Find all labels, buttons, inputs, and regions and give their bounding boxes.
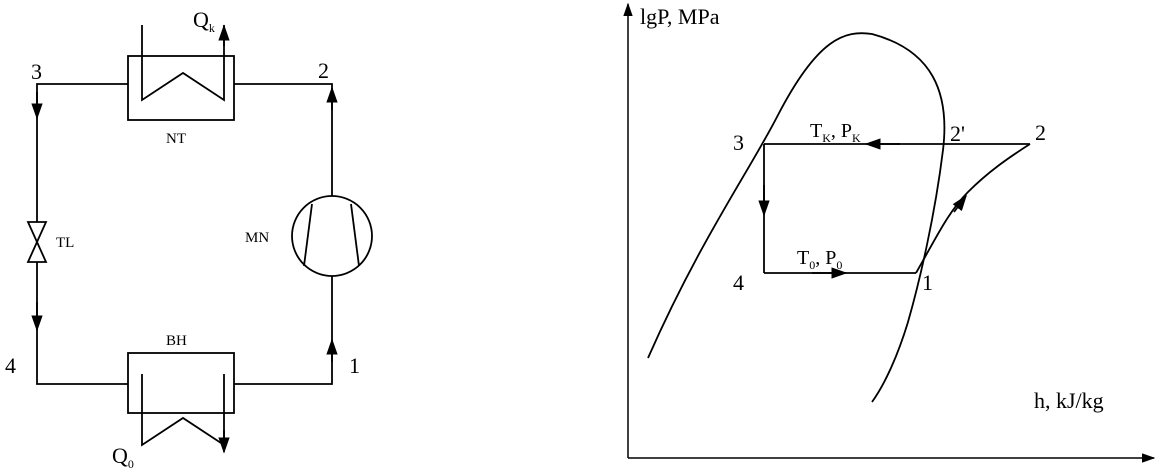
node-label-1: 1	[349, 353, 360, 378]
state-point-3: 3	[733, 130, 744, 155]
condensing-sep: ,	[831, 120, 841, 142]
state-point-4: 4	[733, 270, 744, 295]
evaporating-t: T	[797, 247, 809, 269]
compressor-blade-right	[350, 203, 360, 267]
condenser-label: NT	[166, 131, 186, 147]
condenser-heat-main: Q	[193, 7, 209, 32]
condensing-t-sub: K	[822, 131, 831, 145]
throttle-label: TL	[56, 235, 74, 251]
saturation-dome	[647, 32, 946, 403]
y-axis-label: lgP, MPa	[640, 4, 720, 29]
pipe-evaporator-to-compressor	[234, 276, 333, 385]
pipe-condenser-to-throttle	[36, 83, 128, 222]
compression-arrow	[952, 194, 967, 213]
evaporator-heat-label: Q0	[112, 443, 134, 471]
condenser-coil	[141, 25, 225, 102]
pipe-throttle-to-evaporator	[36, 262, 128, 385]
evaporating-label: T0, P0	[797, 247, 842, 272]
node-label-4: 4	[5, 353, 16, 378]
state-point-2: 2	[1035, 120, 1046, 145]
condenser-heat-label: Qk	[193, 7, 215, 35]
lgp-h-diagram: lgP, MPa h, kJ/kg 3 2 2' 4 1 TK, PK T0, …	[623, 2, 1156, 463]
state-point-2-prime: 2'	[950, 121, 965, 146]
condensing-p: P	[841, 120, 852, 142]
evaporator-box	[127, 352, 235, 414]
evaporating-sep: ,	[815, 247, 825, 269]
compressor-label: MN	[245, 230, 269, 246]
node-label-2: 2	[318, 58, 329, 83]
condensing-p-sub: K	[852, 131, 861, 145]
compression-curve	[915, 143, 1031, 274]
evaporator-heat-main: Q	[112, 443, 128, 468]
condensing-t: T	[810, 120, 822, 142]
state-point-1: 1	[922, 270, 933, 295]
x-axis-label: h, kJ/kg	[1034, 388, 1104, 413]
pipe-compressor-to-condenser	[234, 83, 333, 196]
evaporator-coil	[141, 374, 225, 447]
evaporating-p: P	[825, 247, 836, 269]
compressor-icon	[291, 195, 373, 277]
cycle-schematic: 3 2 4 1 NT BH MN TL Qk Q0	[5, 7, 373, 471]
condensing-label: TK, PK	[810, 120, 861, 145]
evaporator-label: BH	[166, 333, 187, 349]
condenser-heat-sub: k	[209, 21, 215, 35]
evaporator-heat-sub: 0	[128, 457, 134, 471]
compressor-blade-left	[303, 203, 313, 267]
evaporating-t-sub: 0	[809, 258, 815, 272]
node-label-3: 3	[31, 59, 42, 84]
evaporating-p-sub: 0	[836, 258, 842, 272]
throttle-valve-icon	[26, 221, 48, 263]
condenser-box	[127, 55, 235, 121]
